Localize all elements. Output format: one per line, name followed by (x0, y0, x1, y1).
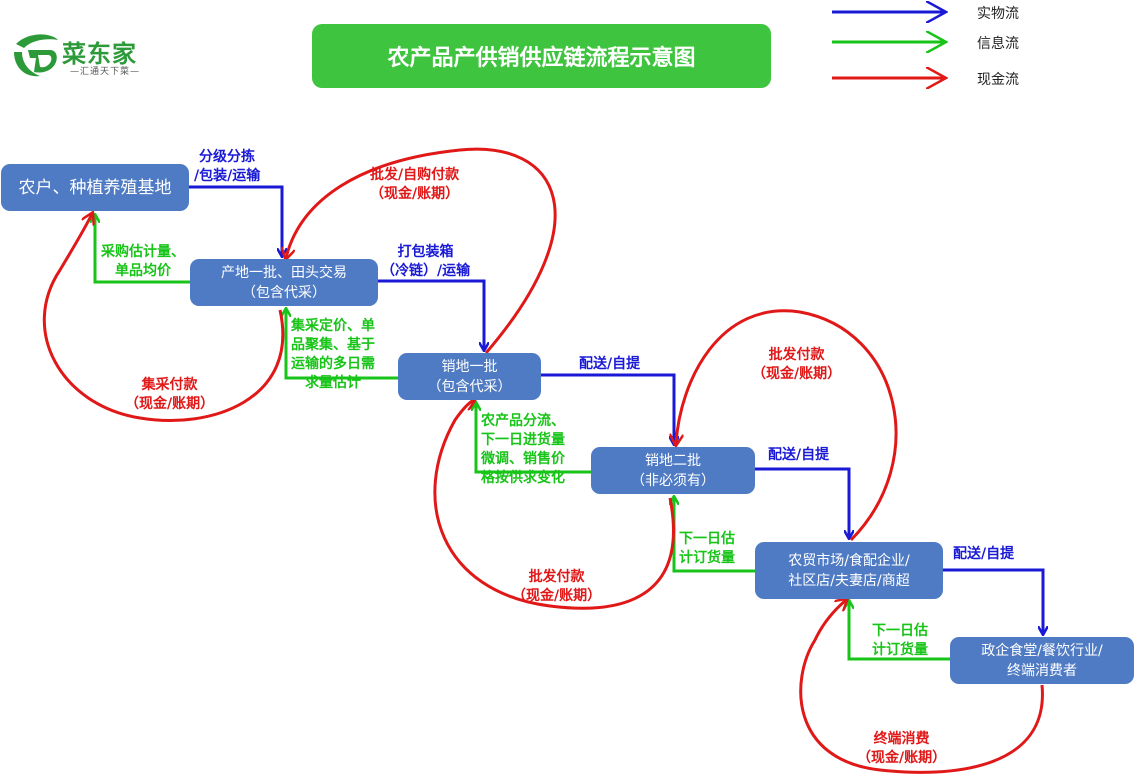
node-retail-line-1: 农贸市场/食配企业/ (788, 552, 910, 569)
physical-flow-origin-to-market1 (377, 279, 484, 350)
node-end-consumer: 政企食堂/餐饮行业/ 终端消费者 (950, 637, 1134, 684)
label-cash-market1-origin-line-2: （现金/账期） (370, 186, 460, 202)
label-physical-origin-market1: 打包装箱 （冷链）/运输 (381, 243, 470, 281)
label-physical-retail-end: 配送/自提 (953, 546, 1015, 562)
node-origin-line-2: （包含代采） (242, 284, 326, 301)
label-physical-farmer-origin-line-2: /包装/运输 (194, 168, 261, 184)
label-cash-origin-farmer-line-2: （现金/账期） (125, 396, 215, 412)
label-cash-market2-market1-line-2: （现金/账期） (512, 588, 602, 604)
node-market-wholesale-1: 销地一批 （包含代采） (398, 353, 541, 400)
node-farmer: 农户、种植养殖基地 (1, 164, 189, 211)
label-cash-end-retail-line-2: （现金/账期） (857, 750, 947, 766)
label-info-market2-market1-line-4: 格按供求变化 (481, 470, 565, 486)
brand-slogan: —汇通天下菜— (70, 67, 141, 77)
info-flow-market1-to-origin (286, 309, 399, 380)
label-info-origin-farmer: 采购估计量、 单品均价 (101, 243, 185, 281)
info-flow-end-to-retail (849, 601, 951, 661)
node-market-wholesale-2: 销地二批 （非必须有） (591, 447, 755, 494)
node-market1-line-2: （包含代采） (427, 378, 512, 395)
label-info-retail-market2: 下一日估 计订货量 (679, 530, 735, 568)
legend-physical-label: 实物流 (977, 6, 1019, 22)
label-info-retail-market2-line-2: 计订货量 (679, 550, 735, 566)
label-info-end-retail-line-1: 下一日估 (872, 623, 928, 639)
label-cash-market2-market1: 批发付款 （现金/账期） (512, 568, 601, 606)
label-info-end-retail-line-2: 计订货量 (872, 642, 928, 658)
label-info-market2-market1: 农产品分流、 下一日进货量 微调、销售价 格按供求变化 (481, 412, 565, 488)
label-cash-origin-farmer: 集采付款 （现金/账期） (125, 376, 214, 414)
label-cash-origin-farmer-line-1: 集采付款 (141, 377, 198, 393)
legend-info-label: 信息流 (977, 36, 1019, 52)
label-info-origin-farmer-line-1: 采购估计量、 (101, 244, 185, 260)
brand-name: 菜东家 (62, 40, 137, 68)
node-retail-line-2: 社区店/夫妻店/商超 (788, 572, 910, 589)
label-physical-origin-market1-line-2: （冷链）/运输 (381, 263, 471, 279)
label-info-origin-farmer-line-2: 单品均价 (115, 263, 171, 279)
label-cash-retail-market2-line-2: （现金/账期） (752, 366, 842, 382)
label-info-retail-market2-line-1: 下一日估 (679, 531, 735, 547)
label-info-end-retail: 下一日估 计订货量 (872, 622, 928, 660)
node-market1-line-1: 销地一批 (441, 358, 498, 375)
label-info-market1-origin-line-2: 品聚集、基于 (291, 337, 375, 353)
label-cash-market1-origin-line-1: 批发/自购付款 (370, 167, 460, 183)
label-physical-origin-market1-line-1: 打包装箱 (397, 244, 454, 260)
label-physical-farmer-origin: 分级分拣 /包装/运输 (194, 148, 260, 186)
brand-logo: 菜东家 —汇通天下菜— (10, 30, 170, 90)
label-info-market1-origin: 集采定价、单 品聚集、基于 运输的多日需 求量估计 (291, 317, 375, 393)
cash-flow-market2-to-market1 (433, 400, 675, 610)
node-origin-wholesale: 产地一批、田头交易 （包含代采） (190, 259, 378, 306)
label-cash-end-retail-line-1: 终端消费 (873, 731, 930, 747)
label-cash-market2-market1-line-1: 批发付款 (528, 569, 585, 585)
node-origin-line-1: 产地一批、田头交易 (221, 264, 347, 281)
label-info-market1-origin-line-1: 集采定价、单 (291, 318, 375, 334)
physical-flow-farmer-to-origin (188, 185, 282, 256)
legend-cash-label: 现金流 (977, 72, 1019, 88)
label-cash-retail-market2: 批发付款 （现金/账期） (752, 346, 841, 384)
info-flow-origin-to-farmer (95, 215, 190, 284)
label-info-market1-origin-line-4: 求量估计 (305, 375, 361, 391)
label-physical-market1-market2: 配送/自提 (579, 356, 641, 372)
label-info-market2-market1-line-1: 农产品分流、 (481, 413, 565, 429)
node-market2-line-2: （非必须有） (631, 472, 715, 489)
info-flow-market2-to-market1 (476, 403, 592, 474)
label-info-market1-origin-line-3: 运输的多日需 (291, 356, 375, 372)
node-end-line-1: 政企食堂/餐饮行业/ (981, 642, 1103, 659)
label-physical-farmer-origin-line-1: 分级分拣 (199, 149, 255, 165)
label-cash-retail-market2-line-1: 批发付款 (768, 347, 825, 363)
label-cash-end-retail: 终端消费 （现金/账期） (857, 730, 946, 768)
cash-flow-end-to-retail (799, 600, 1044, 774)
physical-flow-retail-to-end (943, 568, 1043, 634)
node-retail: 农贸市场/食配企业/ 社区店/夫妻店/商超 (755, 542, 943, 599)
physical-flow-market2-to-retail (754, 467, 849, 538)
label-cash-market1-origin: 批发/自购付款 （现金/账期） (370, 166, 459, 204)
physical-flow-market1-to-market2 (541, 373, 674, 444)
page-title: 农产品产供销供应链流程示意图 (312, 24, 771, 88)
label-info-market2-market1-line-3: 微调、销售价 (481, 451, 565, 467)
node-farmer-line-1: 农户、种植养殖基地 (18, 177, 172, 198)
cash-flow-market1-to-origin (286, 147, 557, 354)
label-info-market2-market1-line-2: 下一日进货量 (481, 432, 565, 448)
node-market2-line-1: 销地二批 (645, 452, 701, 469)
cash-flow-origin-to-farmer (42, 214, 285, 422)
node-end-line-2: 终端消费者 (1007, 662, 1077, 679)
leaf-logo-icon (14, 34, 58, 77)
cash-flow-retail-to-market2 (676, 309, 898, 542)
label-physical-market2-retail: 配送/自提 (768, 447, 830, 463)
